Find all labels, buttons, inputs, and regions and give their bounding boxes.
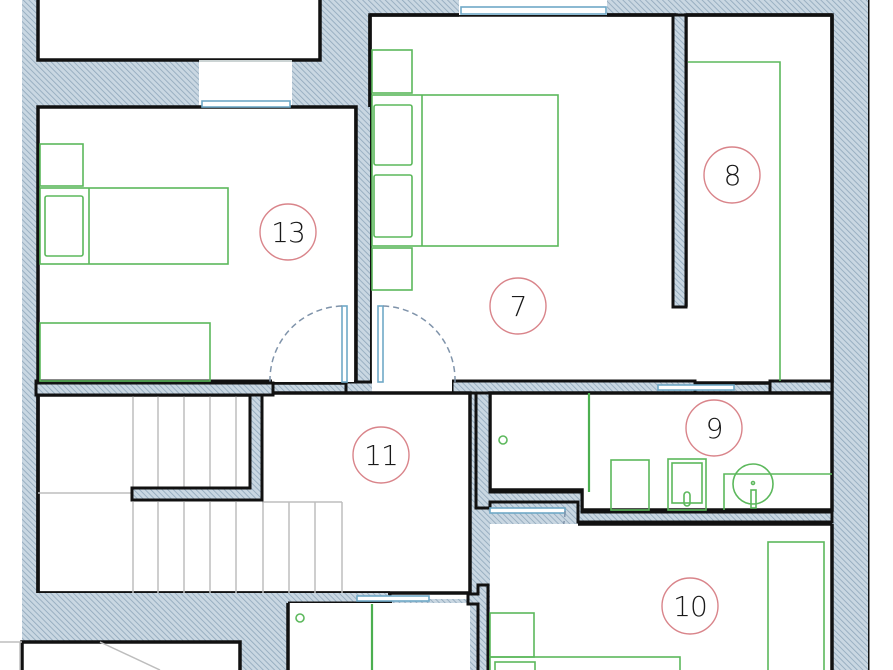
window-room-13[interactable] <box>201 100 291 108</box>
wall-stair-right <box>250 593 388 603</box>
stairs-lower-flight <box>132 501 343 593</box>
door-leaf-bath-9[interactable] <box>657 384 735 391</box>
stair-cap <box>34 381 275 397</box>
wall-13-east <box>356 107 370 383</box>
door-swing-13 <box>269 305 345 383</box>
room-11-upper <box>372 300 452 394</box>
door-leaf-room-13[interactable] <box>341 305 348 383</box>
bed-room-13 <box>39 143 229 265</box>
room-label-11: 11 <box>364 438 399 472</box>
room-label-8: 8 <box>723 158 742 192</box>
desk-room-13 <box>39 322 211 382</box>
room-label-7: 7 <box>509 289 528 323</box>
room-top-left <box>36 0 322 62</box>
bed-room-7 <box>371 49 559 291</box>
window-room-7[interactable] <box>460 6 607 15</box>
door-leaf-bath-lower[interactable] <box>356 595 430 602</box>
door-leaf-room-7[interactable] <box>377 305 384 383</box>
door-leaf-room-10[interactable] <box>489 507 566 514</box>
room-10 <box>490 524 832 670</box>
wardrobe-room-10 <box>767 541 825 670</box>
bed-room-10 <box>489 656 681 670</box>
shower-drain-icon <box>498 435 508 445</box>
door-swing-7 <box>380 305 456 383</box>
room-label-10: 10 <box>673 589 708 623</box>
wall-room-10-west <box>466 583 490 670</box>
drain-icon <box>295 613 305 623</box>
partition-7-8 <box>671 13 688 309</box>
sink-icon <box>723 463 832 510</box>
stairs-upper-flight <box>38 395 237 494</box>
bathtub-cabinet <box>610 459 650 511</box>
room-label-9: 9 <box>705 411 724 445</box>
room-bottom-small <box>288 603 470 670</box>
window-opening-13 <box>199 60 292 106</box>
room-label-13: 13 <box>271 215 306 249</box>
wall-8-9 <box>768 379 834 395</box>
toilet-icon <box>667 458 707 511</box>
room-11-left-upper <box>272 300 354 382</box>
closet-room-8 <box>688 61 781 381</box>
